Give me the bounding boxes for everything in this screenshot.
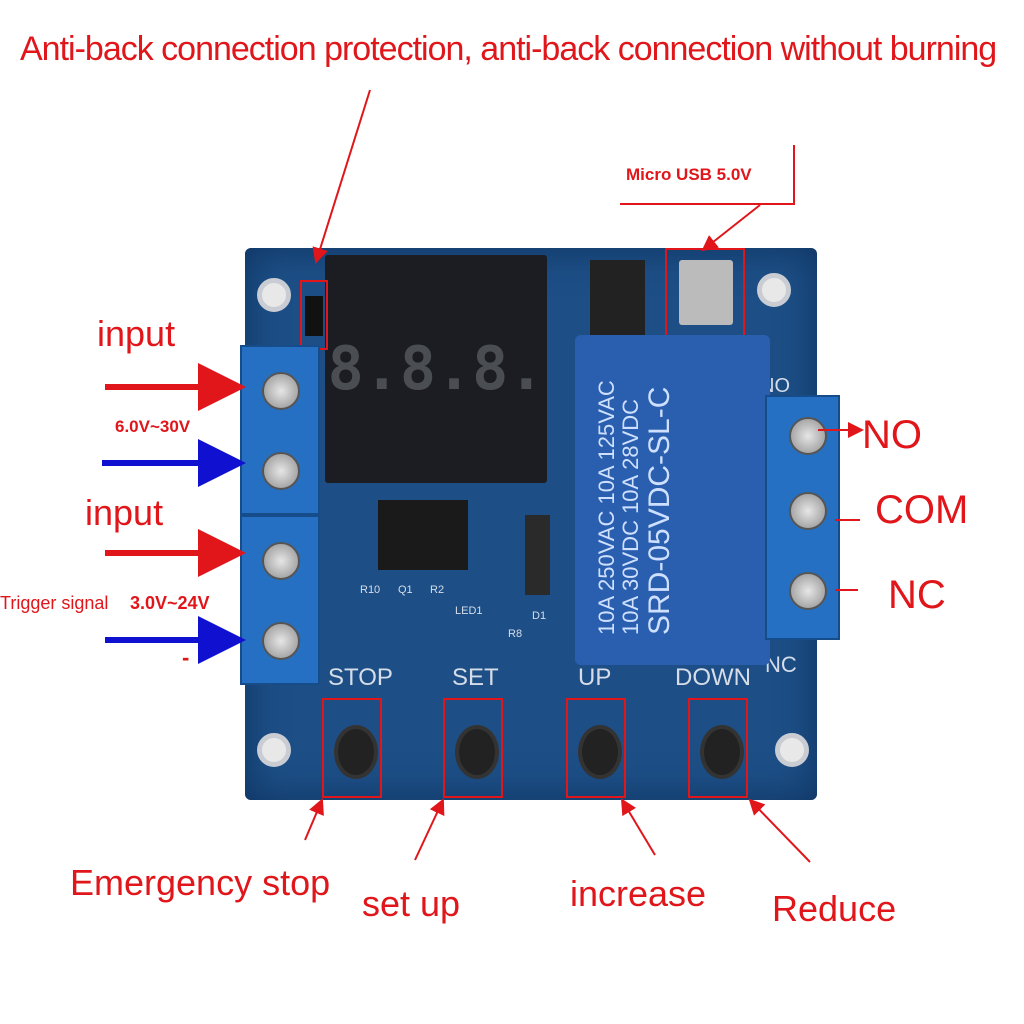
diode-d1 [525, 515, 550, 595]
down-arrow [748, 798, 811, 863]
input-label-power: input [97, 313, 176, 354]
com-label: COM [875, 488, 969, 532]
silk-down: DOWN [675, 664, 751, 691]
stop-arrow [304, 798, 324, 841]
silk-led1: LED1 [455, 605, 483, 617]
mount-hole [757, 273, 791, 307]
title-annotation: Anti-back connection protection, anti-ba… [20, 30, 997, 68]
set-up-label: set up [362, 883, 461, 924]
digit: 8. [327, 334, 400, 404]
power-input-terminal[interactable] [240, 345, 320, 515]
digit: 8. [399, 334, 473, 404]
silk-up: UP [578, 664, 612, 691]
relay-output-terminal[interactable] [765, 395, 840, 640]
nc-label: NC [888, 573, 946, 617]
set-arrow [414, 798, 445, 861]
protection-arrow [312, 89, 371, 264]
silk-r2: R2 [430, 584, 445, 596]
mount-hole [257, 278, 291, 312]
silk-r8: R8 [508, 628, 523, 640]
silk-stop: STOP [328, 664, 393, 691]
no-label: NO [862, 413, 922, 457]
reduce-label: Reduce [772, 888, 897, 929]
silk-r10: R10 [360, 584, 381, 596]
seven-segment-display: 8. 8. 8. [325, 255, 547, 483]
usb-label: Micro USB 5.0V [626, 165, 752, 184]
silk-q1: Q1 [398, 584, 413, 596]
optocoupler-chip [378, 500, 468, 570]
relay: 10A 250VAC 10A 125VAC 10A 30VDC 10A 28VD… [575, 335, 770, 665]
emergency-stop-label: Emergency stop [70, 862, 331, 903]
usb-arrow [701, 204, 761, 252]
silk-nc: NC [765, 652, 797, 677]
trigger-input-terminal[interactable] [240, 515, 320, 685]
power-range-label: 6.0V~30V [115, 417, 191, 436]
up-button[interactable] [566, 698, 626, 798]
regulator-chip [590, 260, 645, 335]
silk-set: SET [452, 664, 499, 691]
up-arrow [620, 798, 656, 856]
mount-hole [257, 733, 291, 767]
input-label-trigger: input [85, 492, 164, 533]
down-button[interactable] [688, 698, 748, 798]
mount-hole [775, 733, 809, 767]
digit: 8. [472, 334, 545, 404]
stop-button[interactable] [322, 698, 382, 798]
increase-label: increase [570, 873, 707, 914]
trigger-range-label: 3.0V~24V [130, 593, 210, 613]
trigger-signal-label: Trigger signal [0, 593, 109, 613]
minus-label: - [182, 645, 190, 670]
silk-d1: D1 [532, 610, 547, 622]
usb-label-box: Micro USB 5.0V [620, 145, 795, 205]
set-button[interactable] [443, 698, 503, 798]
